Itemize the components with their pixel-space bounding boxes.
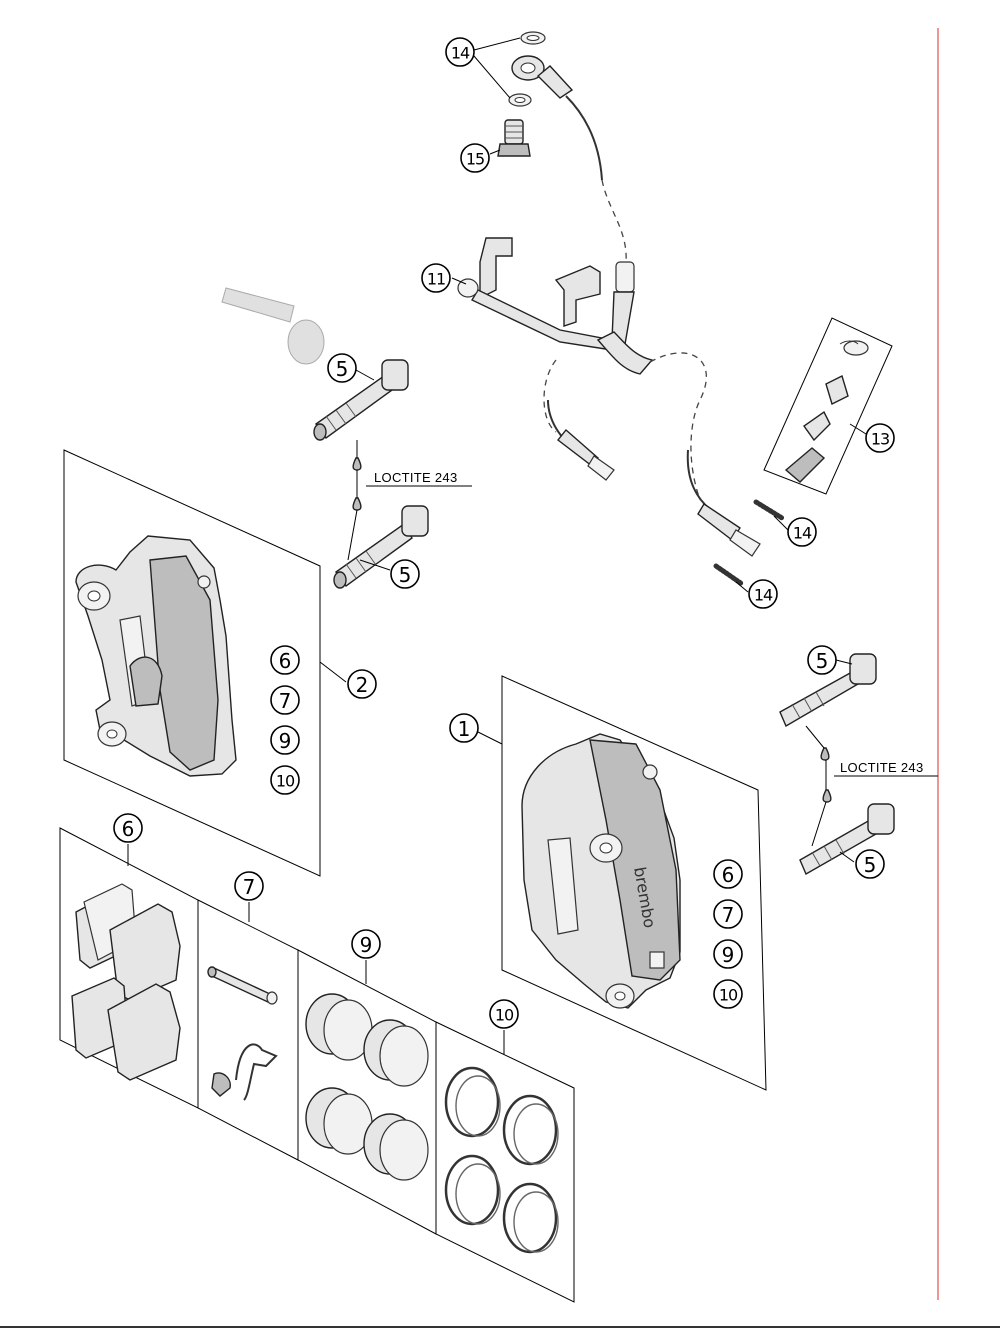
callout-5-a-text: 5 bbox=[336, 357, 349, 381]
callout-9-right: 9 bbox=[713, 939, 743, 969]
callout-1-text: 1 bbox=[458, 717, 471, 741]
leader-13 bbox=[849, 423, 867, 435]
callout-11: 11 bbox=[421, 263, 451, 293]
loctite-drops-right bbox=[805, 725, 938, 847]
callout-6-right-text: 6 bbox=[722, 863, 735, 887]
callout-6-left-text: 6 bbox=[279, 649, 292, 673]
callout-5-d: 5 bbox=[855, 849, 885, 879]
callout-14-top: 14 bbox=[445, 37, 475, 67]
bottom-rule bbox=[0, 1326, 1000, 1328]
bolt-left-top bbox=[313, 359, 409, 441]
sealing-ring-right bbox=[753, 499, 785, 521]
leader-15 bbox=[489, 149, 501, 155]
callout-5-d-text: 5 bbox=[864, 853, 877, 877]
callout-14-c-text: 14 bbox=[754, 586, 773, 605]
bolt-right-top bbox=[779, 653, 877, 728]
callout-9-left-text: 9 bbox=[279, 729, 292, 753]
leader-5d bbox=[839, 851, 855, 863]
seals-panel bbox=[435, 1021, 575, 1303]
callout-7-right-text: 7 bbox=[722, 903, 735, 927]
loctite-label-right: LOCTITE 243 bbox=[840, 760, 924, 775]
callout-5-a: 5 bbox=[327, 353, 357, 383]
callout-7-pins: 7 bbox=[234, 871, 264, 901]
repair-kit-panel bbox=[763, 317, 893, 495]
callout-5-c-text: 5 bbox=[816, 649, 829, 673]
brake-hose-left-branch bbox=[543, 359, 557, 433]
banjo-fitting-top bbox=[508, 31, 574, 107]
pins-clips-panel bbox=[197, 899, 299, 1161]
brake-hose-right-branch bbox=[649, 352, 707, 501]
bolt-right-bottom bbox=[799, 803, 895, 875]
callout-14-b-text: 14 bbox=[793, 524, 812, 543]
leader-5b bbox=[359, 559, 391, 571]
callout-14-top-text: 14 bbox=[451, 44, 470, 63]
callout-10-left-text: 10 bbox=[276, 772, 295, 791]
pistons-panel bbox=[297, 949, 437, 1235]
loctite-drops-left bbox=[347, 440, 472, 561]
callout-5-b-text: 5 bbox=[399, 563, 412, 587]
callout-15-text: 15 bbox=[466, 150, 484, 169]
right-caliper-panel bbox=[501, 675, 767, 1091]
callout-5-c: 5 bbox=[807, 645, 837, 675]
leader-14c bbox=[735, 581, 749, 593]
callout-2: 2 bbox=[347, 669, 377, 699]
callout-13: 13 bbox=[865, 423, 895, 453]
loctite-label-left: LOCTITE 243 bbox=[374, 470, 458, 485]
callout-10-left: 10 bbox=[270, 765, 300, 795]
callout-15: 15 bbox=[460, 143, 490, 173]
leader-5a bbox=[355, 369, 375, 381]
callout-1: 1 bbox=[449, 713, 479, 743]
callout-6-pads-text: 6 bbox=[122, 817, 135, 841]
callout-14-c: 14 bbox=[748, 579, 778, 609]
callout-11-text: 11 bbox=[427, 270, 445, 289]
leader-14-top bbox=[473, 37, 521, 99]
callout-9-pistons: 9 bbox=[351, 929, 381, 959]
callout-13-text: 13 bbox=[871, 430, 889, 449]
leader-5c bbox=[835, 659, 853, 665]
callout-9-left: 9 bbox=[270, 725, 300, 755]
callout-10-seals: 10 bbox=[489, 999, 519, 1029]
sealing-ring-lower bbox=[713, 563, 745, 587]
leader-11 bbox=[451, 277, 467, 285]
bleed-screw bbox=[497, 119, 531, 157]
callout-2-text: 2 bbox=[356, 673, 369, 697]
callout-9-right-text: 9 bbox=[722, 943, 735, 967]
hose-end-left bbox=[557, 428, 615, 481]
leader-14b bbox=[773, 515, 789, 531]
brake-hose-upper-dashed bbox=[601, 179, 627, 263]
callout-10-right-text: 10 bbox=[719, 986, 738, 1005]
leader-1 bbox=[477, 731, 503, 745]
callout-14-b: 14 bbox=[787, 517, 817, 547]
leader-2 bbox=[319, 661, 347, 683]
callout-6-left: 6 bbox=[270, 645, 300, 675]
hose-end-right bbox=[697, 503, 761, 557]
callout-10-seals-text: 10 bbox=[495, 1006, 514, 1025]
brake-hose-upper bbox=[565, 95, 603, 181]
callout-10-right: 10 bbox=[713, 979, 743, 1009]
callout-6-pads: 6 bbox=[113, 813, 143, 843]
brake-line-distributor bbox=[457, 237, 654, 375]
left-caliper-panel bbox=[63, 449, 321, 877]
callout-6-right: 6 bbox=[713, 859, 743, 889]
callout-7-right: 7 bbox=[713, 899, 743, 929]
callout-5-b: 5 bbox=[390, 559, 420, 589]
brake-pads-panel bbox=[59, 827, 199, 1109]
callout-9-pistons-text: 9 bbox=[360, 933, 373, 957]
callout-7-left: 7 bbox=[270, 685, 300, 715]
bolt-left-bottom bbox=[333, 505, 429, 589]
callout-7-left-text: 7 bbox=[279, 689, 292, 713]
callout-7-pins-text: 7 bbox=[243, 875, 256, 899]
bolt-grey-top bbox=[221, 287, 325, 365]
